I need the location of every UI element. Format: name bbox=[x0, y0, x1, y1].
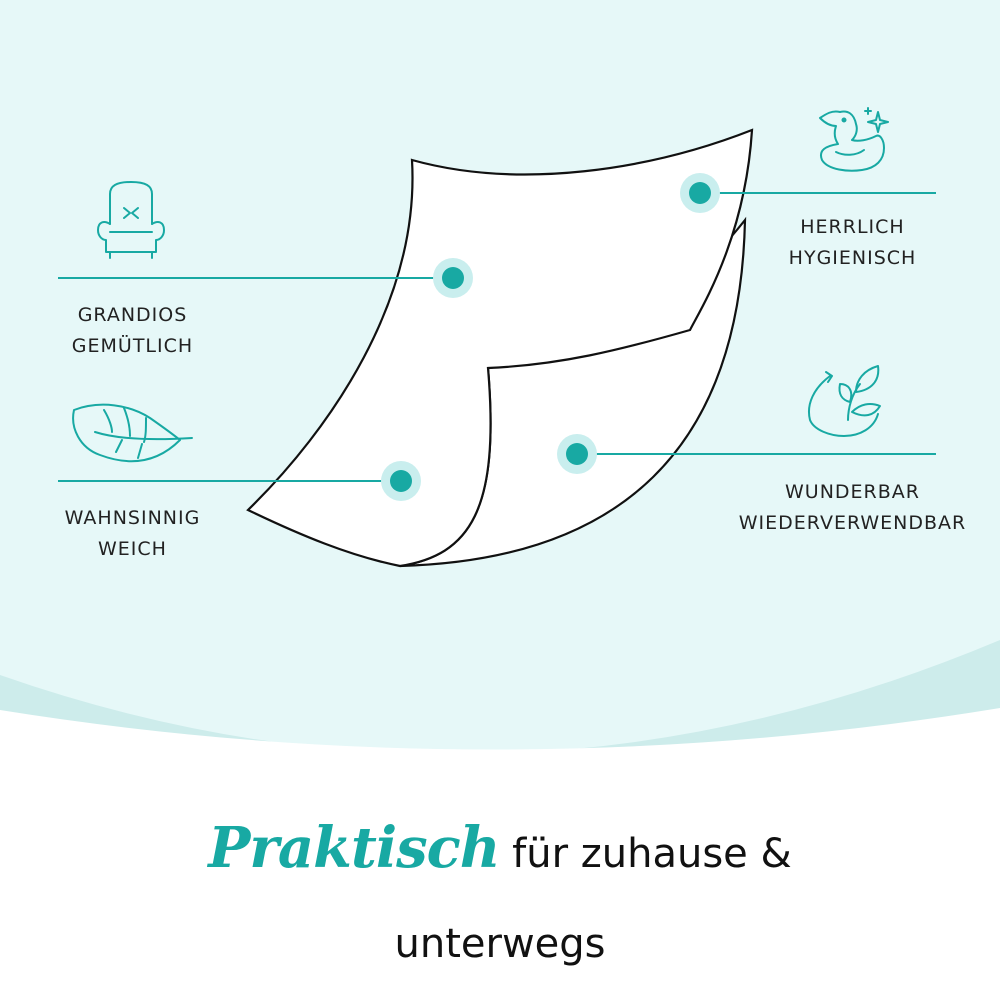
feature-label-grandios: GRANDIOS GEMÜTLICH bbox=[30, 300, 235, 362]
pad-front-sheet bbox=[246, 128, 754, 568]
dot-grandios bbox=[433, 258, 473, 298]
feature-label-wunderbar-line2: WIEDERVERWENDBAR bbox=[738, 512, 967, 534]
dot-herrlich bbox=[680, 173, 720, 213]
feature-label-herrlich-line2: HYGIENISCH bbox=[788, 247, 917, 269]
armchair-icon bbox=[97, 181, 165, 259]
feature-label-herrlich-line1: HERRLICH bbox=[800, 216, 905, 238]
feather-icon bbox=[72, 403, 193, 463]
feature-label-wahnsinnig-line2: WEICH bbox=[98, 538, 167, 560]
dot-wunderbar bbox=[557, 434, 597, 474]
duck-icon bbox=[819, 107, 889, 172]
feature-label-wunderbar: WUNDERBAR WIEDERVERWENDBAR bbox=[715, 477, 990, 539]
feature-label-grandios-line1: GRANDIOS bbox=[77, 304, 188, 326]
dot-wahnsinnig bbox=[381, 461, 421, 501]
feature-label-wunderbar-line1: WUNDERBAR bbox=[785, 481, 920, 503]
headline-script-word: Praktisch bbox=[208, 815, 500, 881]
white-lower-area bbox=[0, 708, 1000, 1000]
feature-label-herrlich: HERRLICH HYGIENISCH bbox=[750, 212, 955, 274]
headline-line2: unterwegs bbox=[394, 921, 606, 967]
leaf-cycle-icon bbox=[808, 365, 881, 437]
headline-line1-rest: für zuhause & bbox=[499, 831, 792, 877]
headline: Praktisch für zuhause & unterwegs bbox=[0, 808, 1000, 984]
feature-label-grandios-line2: GEMÜTLICH bbox=[71, 335, 194, 357]
feature-label-wahnsinnig-line1: WAHNSINNIG bbox=[64, 507, 201, 529]
headline-line1: Praktisch für zuhause & bbox=[0, 808, 1000, 888]
feature-label-wahnsinnig: WAHNSINNIG WEICH bbox=[30, 503, 235, 565]
